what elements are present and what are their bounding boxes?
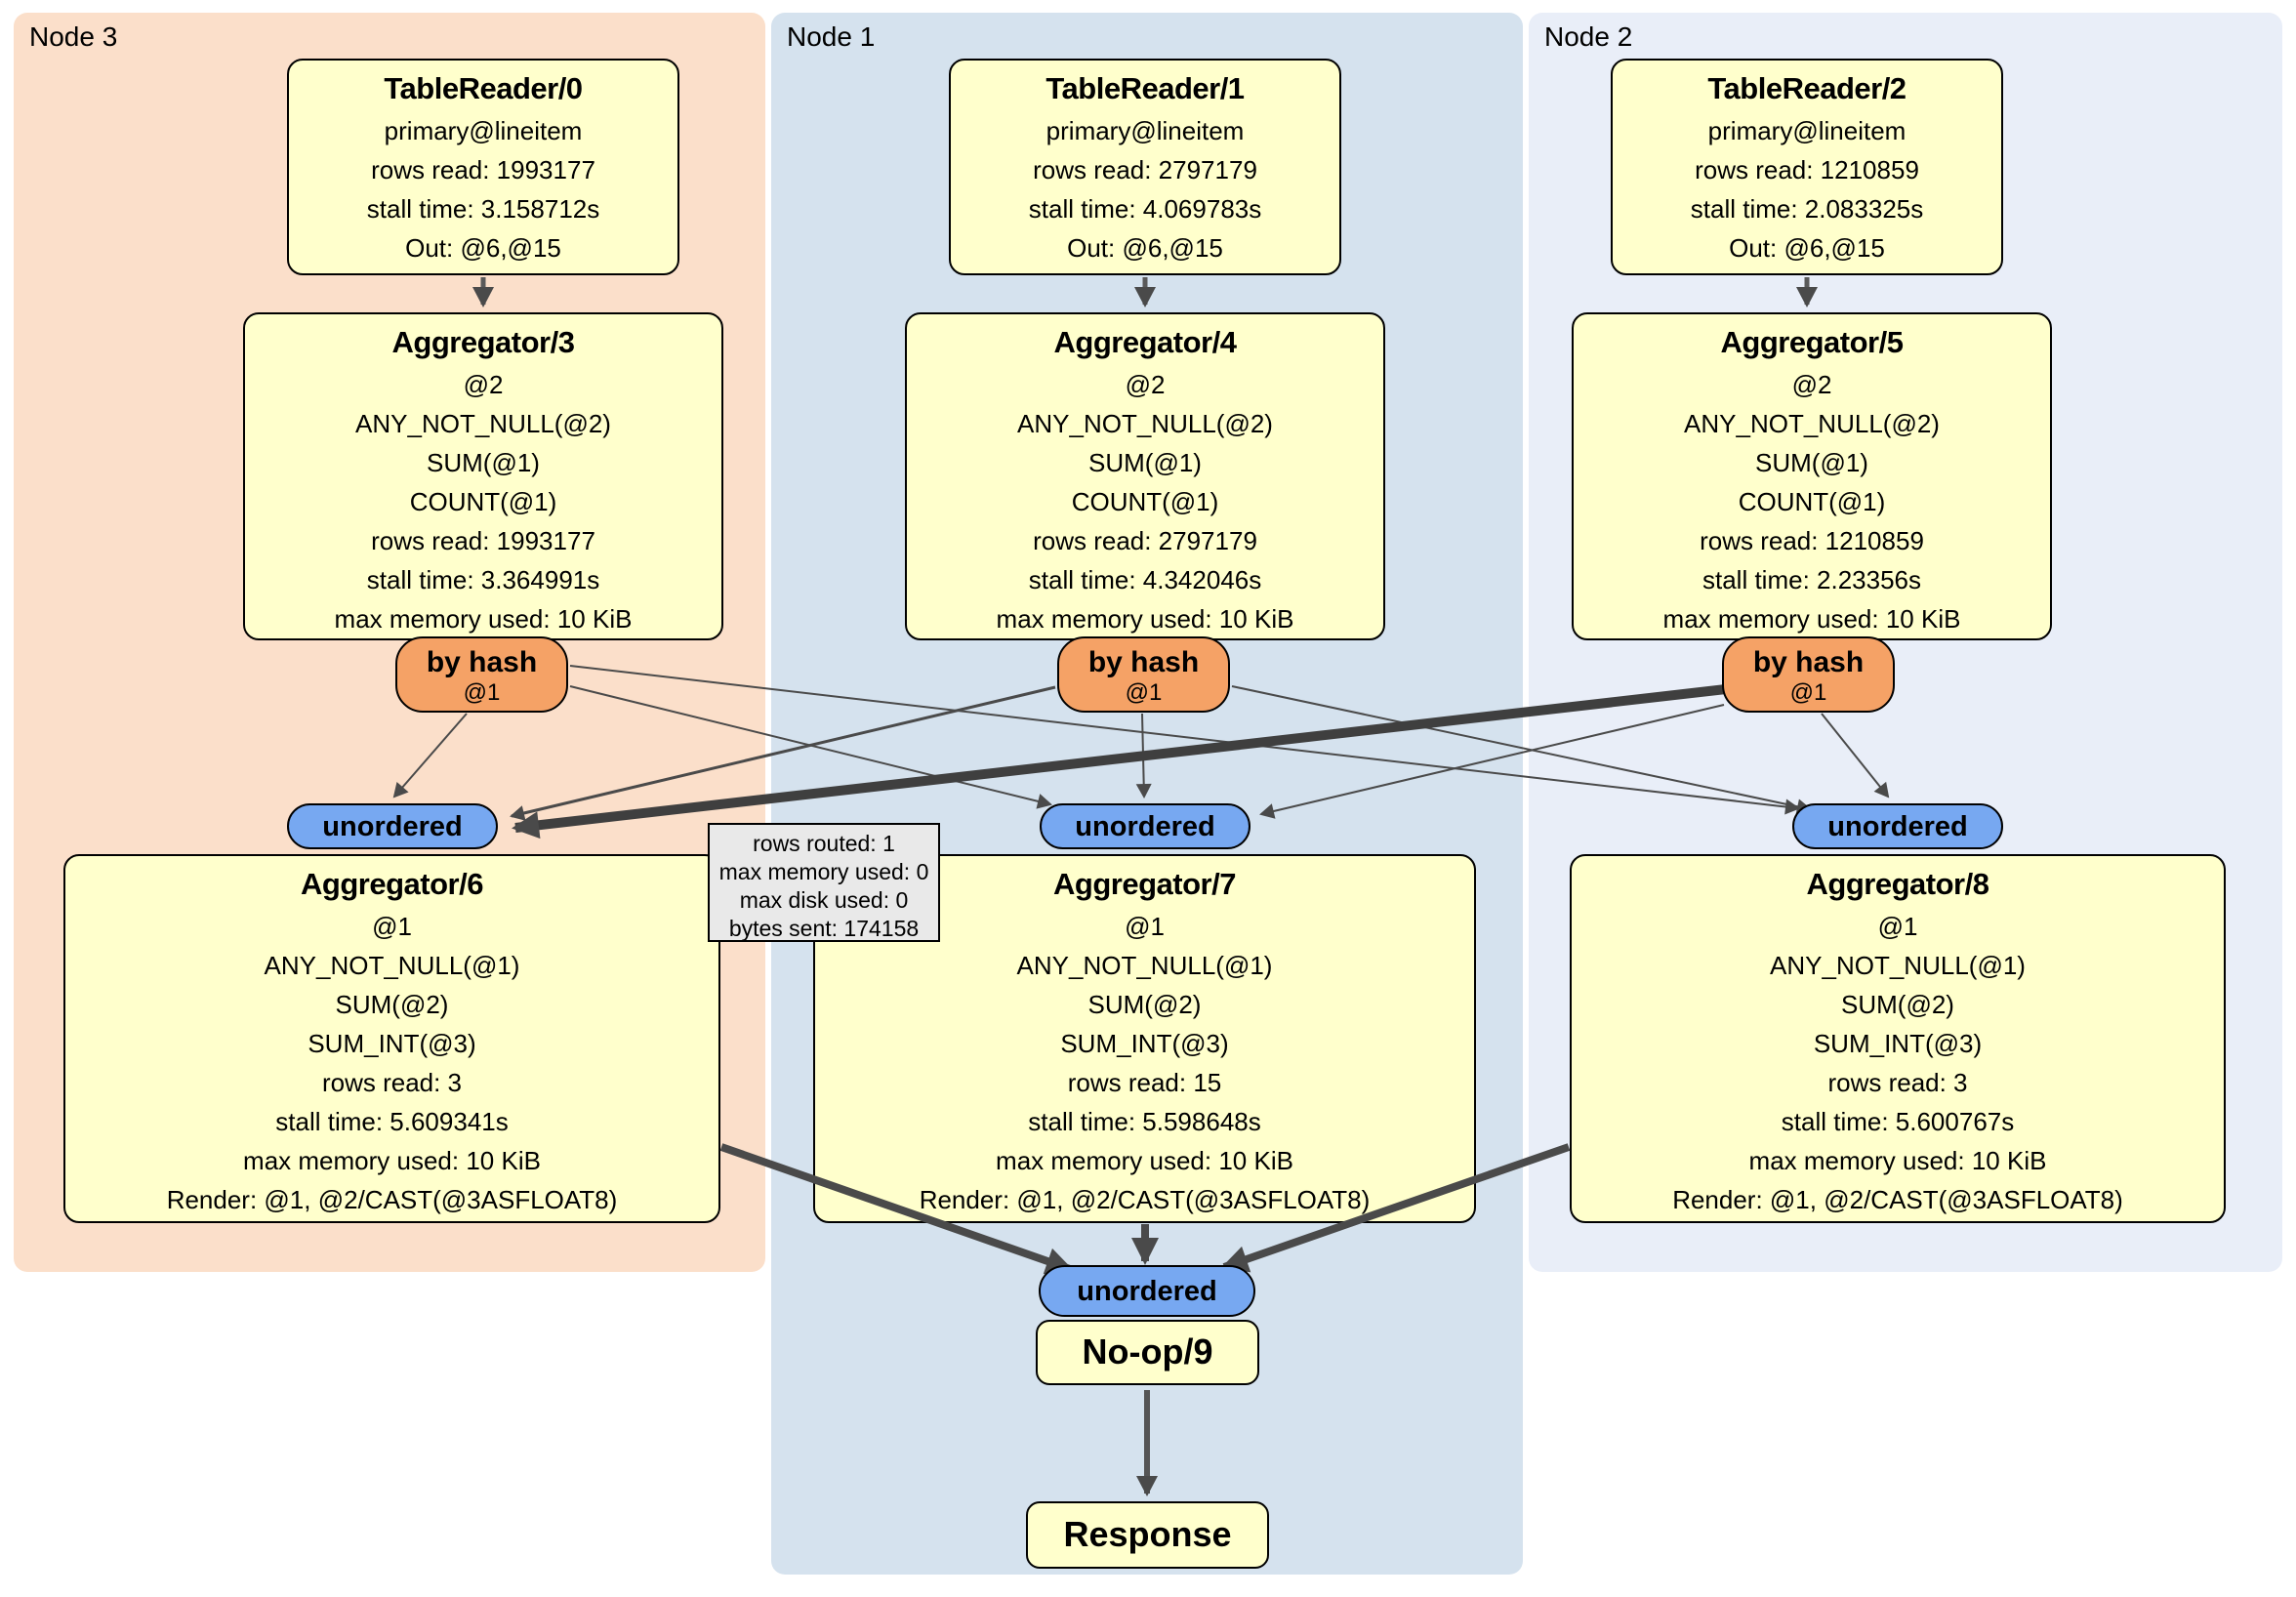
box-title: Aggregator/8 [1806,867,1989,901]
tooltip-line: rows routed: 1 [753,831,895,856]
box-line: max memory used: 10 KiB [1748,1146,2047,1175]
box-title: Aggregator/7 [1053,867,1236,901]
box-line: stall time: 4.342046s [1028,565,1262,594]
box-line: stall time: 2.23356s [1702,565,1921,594]
by-hash-router-3[interactable]: by hash @1 [395,636,568,713]
node-label-2: Node 2 [1544,21,1633,52]
box-line: primary@lineitem [1046,116,1245,145]
box-line: Render: @1, @2/CAST(@3ASFLOAT8) [166,1185,618,1214]
box-line: Render: @1, @2/CAST(@3ASFLOAT8) [919,1185,1371,1214]
tooltip-line: max memory used: 0 [718,859,929,884]
box-line: stall time: 5.600767s [1781,1107,2015,1136]
box-title: TableReader/0 [384,71,583,105]
box-line: SUM_INT(@3) [1060,1029,1229,1058]
box-line: max memory used: 10 KiB [243,1146,541,1175]
box-title: Aggregator/6 [301,867,483,901]
box-line: ANY_NOT_NULL(@1) [1770,951,2026,980]
box-line: rows read: 1210859 [1695,155,1919,184]
box-line: primary@lineitem [1707,116,1906,145]
by-hash-router-4[interactable]: by hash @1 [1057,636,1230,713]
noop-9-box[interactable]: No-op/9 [1036,1320,1259,1385]
box-line: rows read: 2797179 [1033,155,1257,184]
tablereader-1-box[interactable]: TableReader/1 primary@lineitem rows read… [949,59,1341,275]
box-line: Out: @6,@15 [1729,233,1885,263]
box-line: COUNT(@1) [1738,487,1886,516]
box-line: max memory used: 10 KiB [334,604,633,634]
box-line: stall time: 2.083325s [1690,194,1924,224]
box-line: rows read: 1210859 [1700,526,1924,555]
box-line: max memory used: 10 KiB [996,1146,1293,1175]
response-box[interactable]: Response [1026,1501,1269,1569]
unordered-sync-final[interactable]: unordered [1039,1265,1255,1317]
aggregator-5-box[interactable]: Aggregator/5 @2 ANY_NOT_NULL(@2) SUM(@1)… [1572,312,2052,640]
unordered-sync-3[interactable]: unordered [287,803,498,849]
box-line: stall time: 5.598648s [1028,1107,1261,1136]
router-label: by hash [1087,646,1200,678]
box-line: ANY_NOT_NULL(@2) [1017,409,1273,438]
box-line: stall time: 3.158712s [366,194,600,224]
box-title: TableReader/1 [1046,71,1245,105]
unordered-sync-1[interactable]: unordered [1040,803,1250,849]
by-hash-router-5[interactable]: by hash @1 [1722,636,1895,713]
box-title: Aggregator/3 [391,325,575,359]
router-sub-label: @1 [1125,679,1163,706]
box-line: rows read: 3 [1827,1068,1968,1097]
aggregator-4-box[interactable]: Aggregator/4 @2 ANY_NOT_NULL(@2) SUM(@1)… [905,312,1385,640]
box-line: @2 [463,370,504,399]
box-line: SUM(@1) [1755,448,1868,477]
tablereader-0-box[interactable]: TableReader/0 primary@lineitem rows read… [287,59,679,275]
box-title: Aggregator/5 [1720,325,1904,359]
box-line: SUM(@2) [335,990,449,1019]
node-label-3: Node 3 [29,21,118,52]
box-title: Aggregator/4 [1053,325,1237,359]
box-line: @2 [1125,370,1166,399]
router-sub-label: @1 [463,679,501,706]
router-label: by hash [426,646,538,678]
box-line: primary@lineitem [384,116,583,145]
box-line: max memory used: 10 KiB [1662,604,1961,634]
box-line: SUM(@2) [1087,990,1202,1019]
box-line: Out: @6,@15 [405,233,561,263]
box-line: stall time: 5.609341s [275,1107,509,1136]
tooltip-line: max disk used: 0 [739,887,909,913]
aggregator-6-box[interactable]: Aggregator/6 @1 ANY_NOT_NULL(@1) SUM(@2)… [63,854,720,1223]
box-line: @1 [372,912,412,941]
aggregator-8-box[interactable]: Aggregator/8 @1 ANY_NOT_NULL(@1) SUM(@2)… [1570,854,2226,1223]
box-line: stall time: 3.364991s [366,565,600,594]
box-line: SUM_INT(@3) [308,1029,476,1058]
box-line: @2 [1791,370,1832,399]
box-line: COUNT(@1) [1071,487,1219,516]
box-line: rows read: 1993177 [371,526,595,555]
box-line: ANY_NOT_NULL(@1) [1016,951,1273,980]
box-line: SUM_INT(@3) [1813,1029,1983,1058]
box-line: @1 [1877,912,1918,941]
node-label-1: Node 1 [787,21,876,52]
box-line: rows read: 3 [321,1068,463,1097]
box-line: ANY_NOT_NULL(@2) [355,409,611,438]
router-label: by hash [1752,646,1865,678]
box-line: ANY_NOT_NULL(@2) [1684,409,1940,438]
box-line: rows read: 2797179 [1033,526,1257,555]
box-line: @1 [1125,912,1165,941]
box-line: SUM(@1) [1088,448,1202,477]
box-line: SUM(@2) [1841,990,1954,1019]
router-sub-label: @1 [1789,679,1827,706]
tablereader-2-box[interactable]: TableReader/2 primary@lineitem rows read… [1611,59,2003,275]
tooltip-line: bytes sent: 174158 [728,916,920,941]
box-line: rows read: 1993177 [371,155,595,184]
box-line: COUNT(@1) [409,487,557,516]
unordered-sync-2[interactable]: unordered [1792,803,2003,849]
box-line: ANY_NOT_NULL(@1) [264,951,520,980]
box-line: max memory used: 10 KiB [996,604,1294,634]
box-line: SUM(@1) [427,448,540,477]
box-title: TableReader/2 [1707,71,1906,105]
edge-tooltip: rows routed: 1 max memory used: 0 max di… [708,823,940,942]
box-line: Render: @1, @2/CAST(@3ASFLOAT8) [1672,1185,2123,1214]
box-line: rows read: 15 [1067,1068,1222,1097]
aggregator-3-box[interactable]: Aggregator/3 @2 ANY_NOT_NULL(@2) SUM(@1)… [243,312,723,640]
box-line: stall time: 4.069783s [1028,194,1262,224]
box-line: Out: @6,@15 [1067,233,1223,263]
